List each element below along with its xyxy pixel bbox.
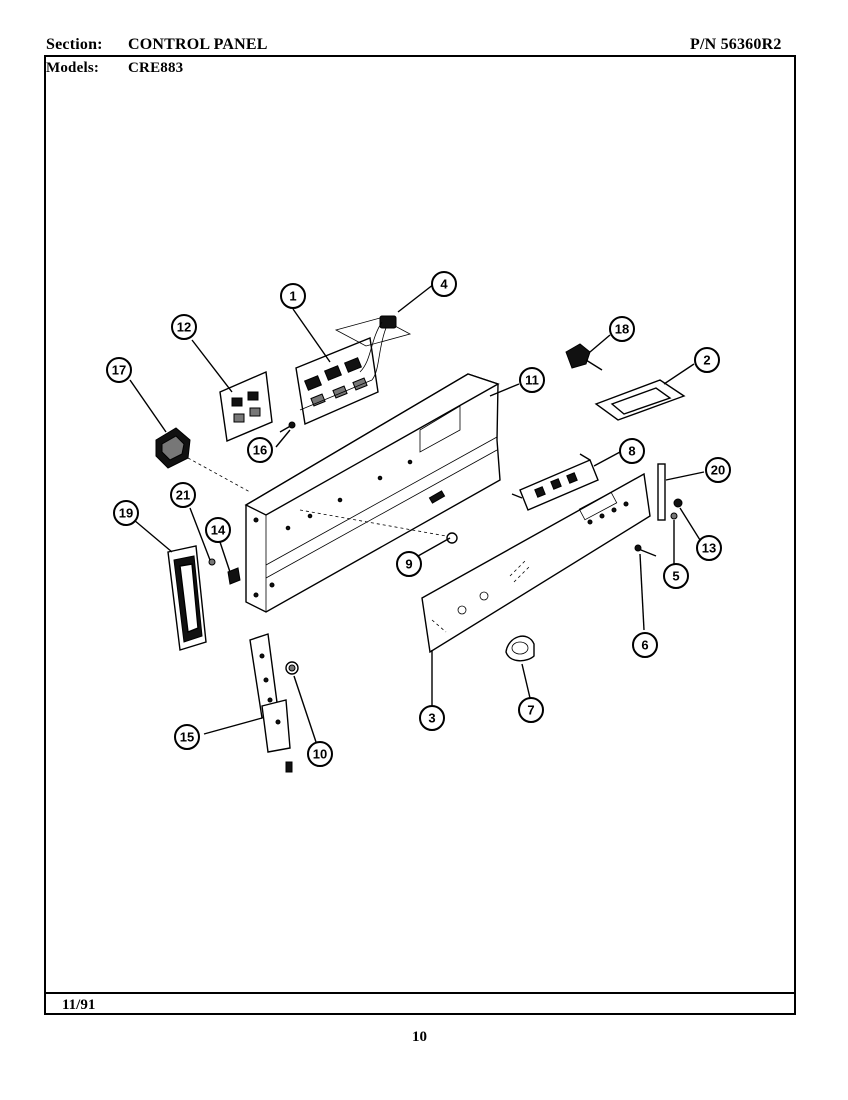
wire-harness [334,315,412,381]
svg-text:3: 3 [428,711,435,726]
clips [670,498,683,520]
svg-text:7: 7 [527,703,534,718]
callout-10: 10 [307,741,333,767]
callout-5: 5 [663,563,689,589]
svg-text:8: 8 [628,444,635,459]
svg-text:5: 5 [672,569,679,584]
svg-text:16: 16 [253,443,267,458]
callout-8: 8 [619,438,645,464]
callout-13: 13 [696,535,722,561]
callout-1: 1 [280,283,306,309]
callout-6: 6 [632,632,658,658]
section-label: Section: [46,36,103,53]
end-cap [167,545,207,651]
part-number: P/N 56360R2 [690,36,782,53]
callout-11: 11 [519,367,545,393]
callout-18: 18 [609,316,635,342]
callout-3: 3 [419,705,445,731]
callout-14: 14 [205,517,231,543]
svg-text:10: 10 [313,747,327,762]
callout-17: 17 [106,357,132,383]
section-title: CONTROL PANEL [128,36,268,53]
screw-16 [279,421,296,433]
svg-text:21: 21 [176,488,190,503]
svg-text:18: 18 [615,322,629,337]
svg-text:17: 17 [112,363,126,378]
nut-9 [299,509,458,544]
diagram-frame [44,55,796,1015]
svg-text:9: 9 [405,557,412,572]
svg-text:11: 11 [525,373,539,388]
callout-4: 4 [431,271,457,297]
switch-assembly [511,453,599,511]
control-knob [505,635,535,662]
callout-21: 21 [170,482,196,508]
gasket [594,379,686,421]
page-number: 10 [412,1029,427,1045]
small-hardware [208,558,241,585]
callout-7: 7 [518,697,544,723]
models-label: Models: [46,60,100,76]
mounting-bracket [249,633,293,773]
trim-strip [657,463,666,521]
callout-19: 19 [113,500,139,526]
leader-lines [129,283,705,743]
callout-16: 16 [247,437,273,463]
svg-text:20: 20 [711,463,725,478]
svg-text:13: 13 [702,541,716,556]
footer-date: 11/91 [62,997,96,1013]
callout-15: 15 [174,724,200,750]
callout-20: 20 [705,457,731,483]
transformer-block [155,427,251,493]
selector-switch [565,343,603,371]
control-panel-housing [244,373,501,613]
footer-divider [44,992,796,994]
svg-text:15: 15 [180,730,194,745]
callout-12: 12 [171,314,197,340]
svg-text:19: 19 [119,506,133,521]
callout-9: 9 [396,551,422,577]
screw-6 [634,544,657,557]
relay-board [219,370,273,442]
svg-text:4: 4 [440,277,448,292]
front-control-panel [421,472,651,654]
callout-2: 2 [694,347,720,373]
electronic-control-board [295,337,379,426]
svg-text:1: 1 [289,289,296,304]
models-value: CRE883 [128,60,184,76]
grommet [285,661,299,675]
svg-text:2: 2 [703,353,710,368]
svg-text:6: 6 [641,638,648,653]
svg-text:12: 12 [177,320,191,335]
svg-text:14: 14 [211,523,226,538]
